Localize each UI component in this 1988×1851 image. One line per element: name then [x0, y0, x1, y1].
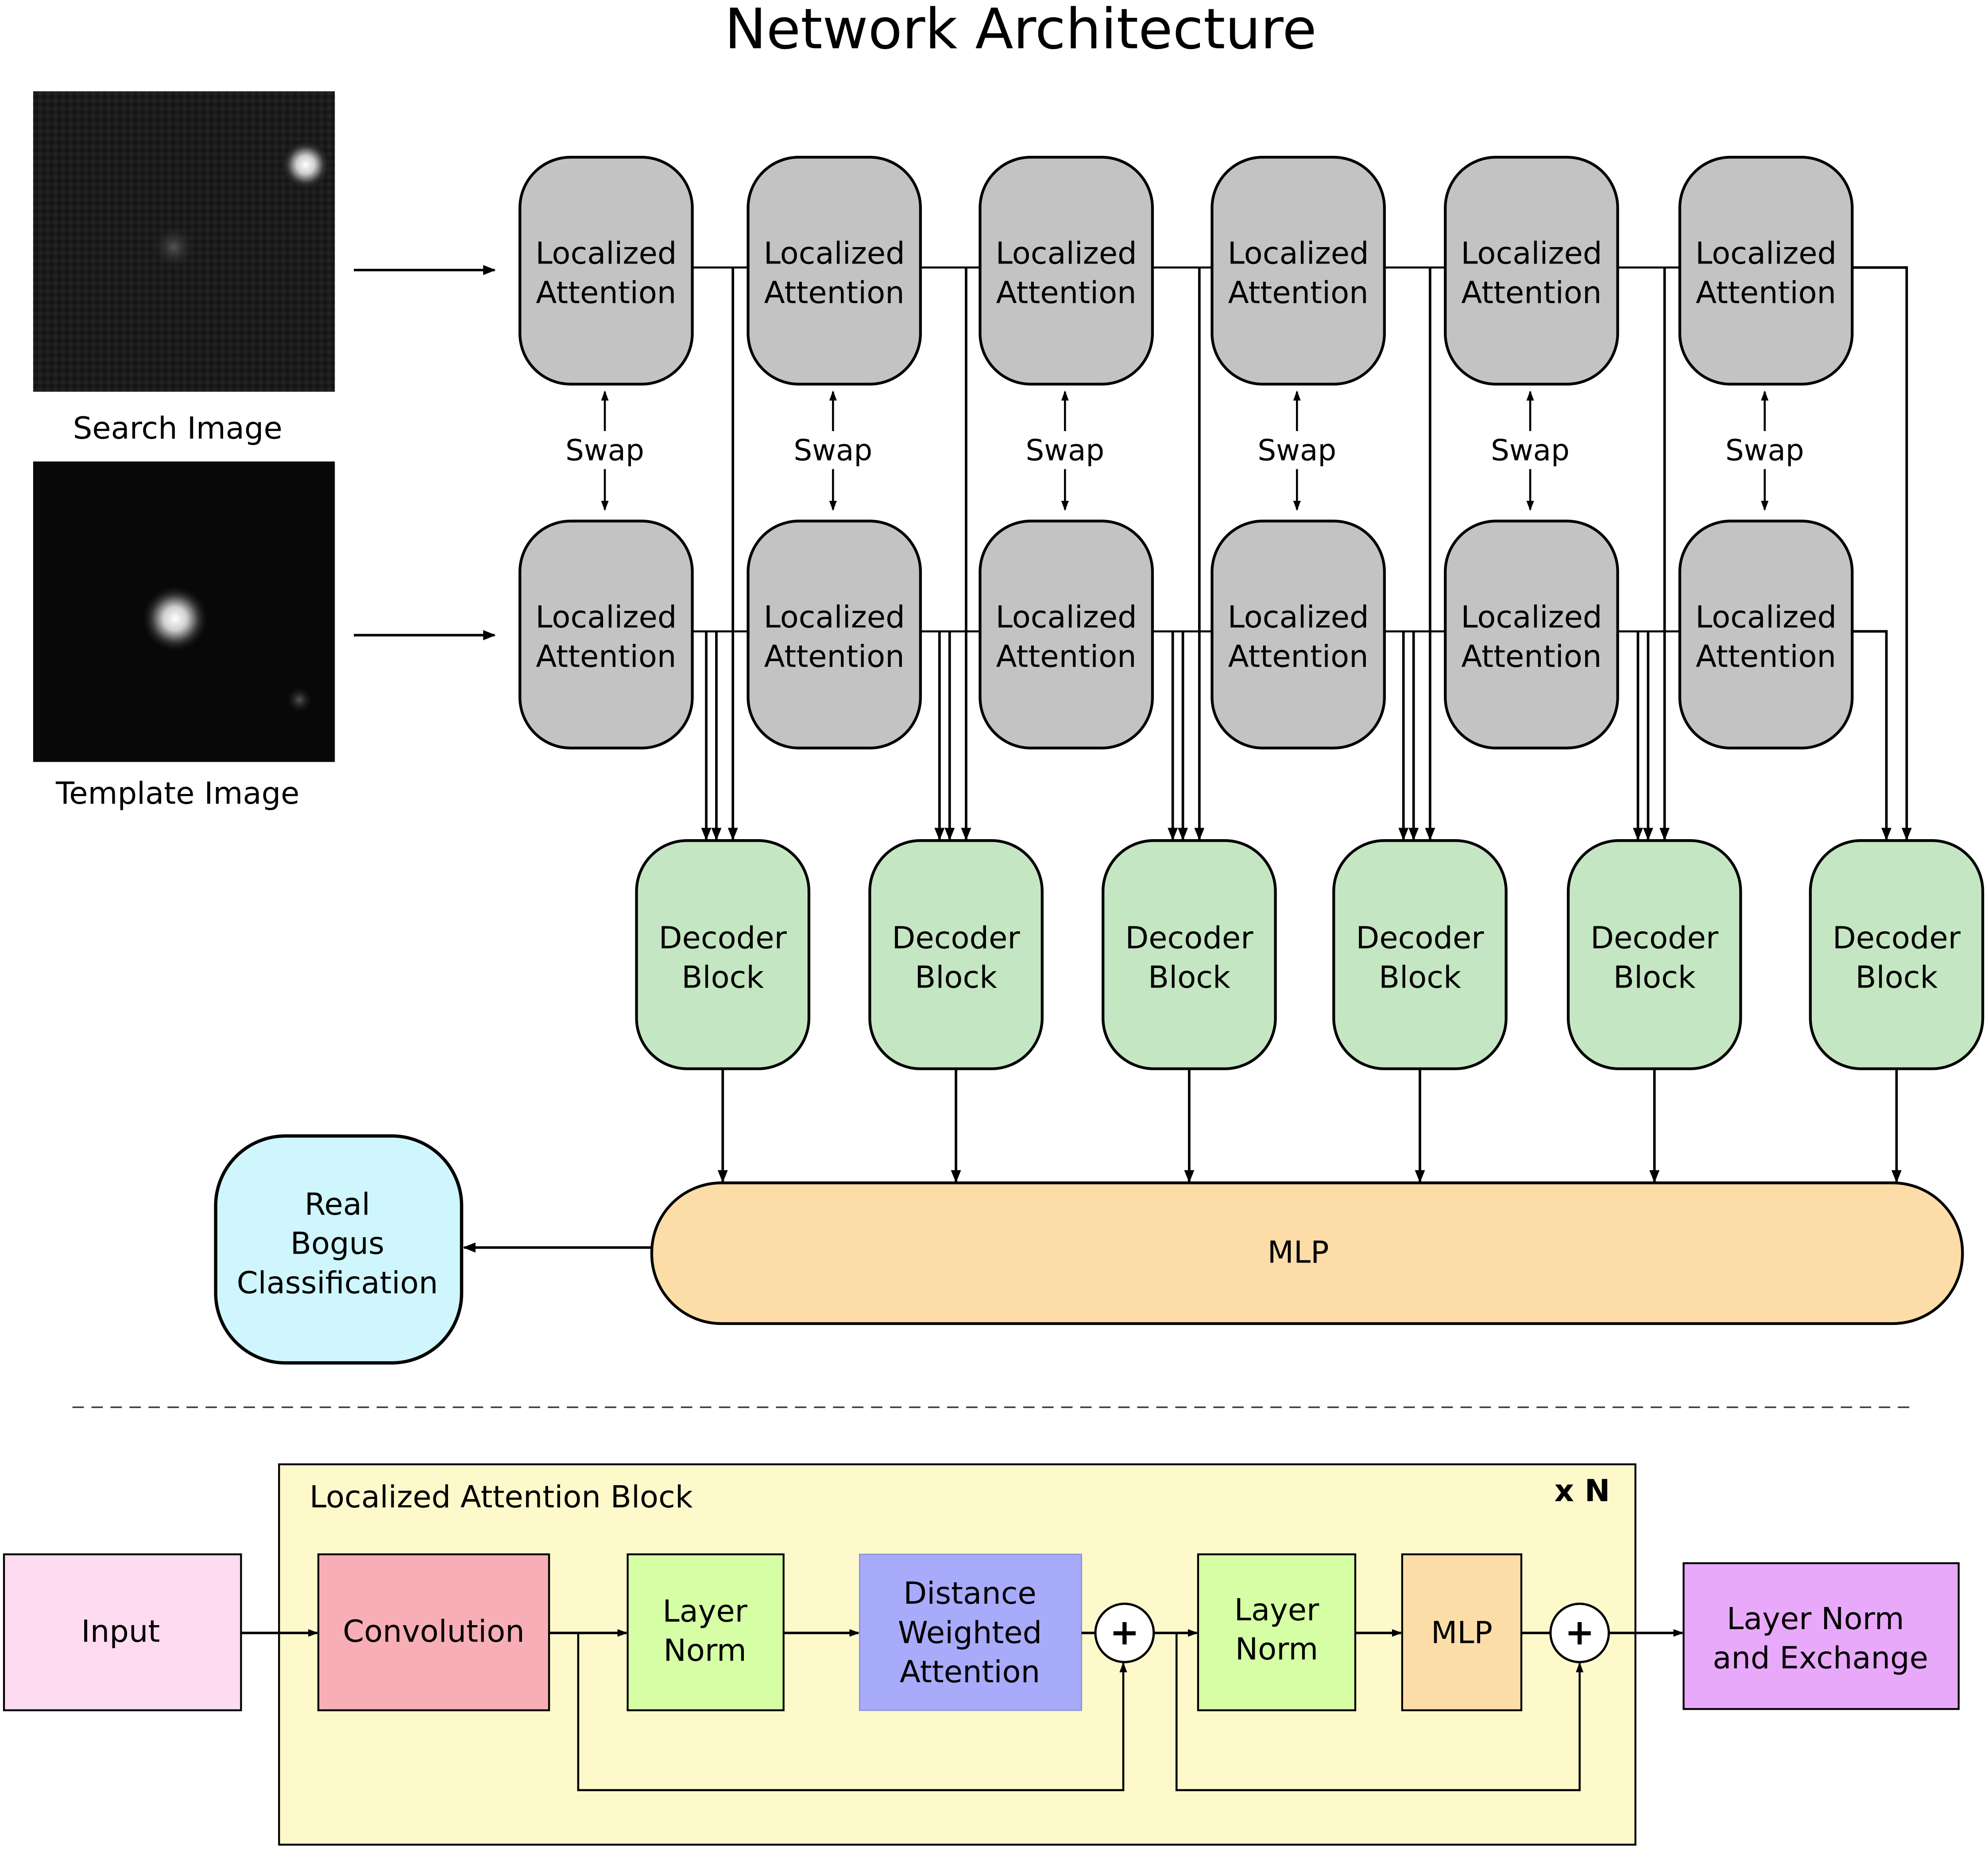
attention-block-search-2: [746, 155, 922, 386]
decoder-label: Block: [1148, 960, 1230, 995]
decoder-label: Block: [1856, 960, 1938, 995]
attention-label: Localized: [764, 600, 905, 635]
mlp-label: MLP: [1268, 1235, 1329, 1270]
detail-mlp-label: MLP: [1431, 1615, 1493, 1650]
decoder-label: Decoder: [1125, 921, 1253, 956]
attention-block-template-4: [1211, 519, 1386, 750]
decoder-label: Block: [1379, 960, 1461, 995]
block-title: Localized Attention Block: [309, 1479, 693, 1515]
attention-block-search-5: [1444, 155, 1619, 386]
attention-label: Localized: [1695, 600, 1837, 635]
attention-label: Attention: [1228, 639, 1369, 674]
detail-flow-arrows: [241, 1629, 1684, 1791]
layer-norm-box-1: [627, 1553, 785, 1712]
swap-label: Swap: [565, 433, 644, 467]
input-box: [3, 1553, 242, 1712]
attention-label: Localized: [1461, 236, 1602, 271]
template-image-label: Template Image: [55, 776, 299, 811]
attention-block-template-2: [746, 519, 922, 750]
swap-label: Swap: [1491, 433, 1570, 467]
decoder-label: Block: [915, 960, 997, 995]
classification-label-line3: Classification: [237, 1265, 438, 1301]
swap-label: Swap: [1025, 433, 1104, 467]
swap-label: Swap: [1725, 433, 1804, 467]
attention-label: Localized: [535, 236, 677, 271]
attention-label: Attention: [1696, 639, 1836, 674]
attention-block-template-3: [979, 519, 1154, 750]
dwa-line3: Attention: [900, 1654, 1040, 1690]
classification-label-line1: Real: [305, 1187, 370, 1222]
attention-label: Attention: [764, 275, 905, 310]
localized-attention-block-detail: Localized Attention Block x N Input Conv…: [3, 1463, 1960, 1846]
layer-norm-box-2: [1197, 1553, 1357, 1712]
convolution-box: [317, 1553, 550, 1712]
input-label: Input: [81, 1614, 160, 1650]
plus-symbol-2: +: [1565, 1611, 1594, 1653]
attention-label: Localized: [1228, 600, 1369, 635]
attention-block-template-1: [518, 519, 694, 750]
attention-block-search-6: [1678, 155, 1854, 386]
layer-norm-2-line2: Norm: [1235, 1632, 1318, 1667]
layer-norm-1-line1: Layer: [662, 1594, 747, 1629]
decoder-label: Block: [681, 960, 764, 995]
output-line2: and Exchange: [1713, 1641, 1928, 1676]
attention-block-search-3: [979, 155, 1154, 386]
attention-label: Attention: [536, 275, 676, 310]
mlp-block: [650, 1181, 1964, 1325]
attention-label: Localized: [996, 600, 1137, 635]
plus-symbol-1: +: [1110, 1611, 1139, 1653]
swap-label: Swap: [794, 433, 873, 467]
attention-label: Localized: [996, 236, 1137, 271]
attention-block-template-6: [1678, 519, 1854, 750]
dwa-line1: Distance: [903, 1576, 1036, 1611]
decoder-label: Decoder: [1590, 921, 1719, 956]
search-image: [33, 91, 335, 392]
attention-label: Attention: [536, 639, 676, 674]
layer-norm-1-line2: Norm: [664, 1633, 746, 1669]
search-image-label: Search Image: [73, 411, 282, 446]
attention-label: Attention: [1228, 275, 1369, 310]
attention-label: Attention: [996, 639, 1137, 674]
search-to-decoder-arrow: [1852, 266, 1912, 841]
decoder-label: Decoder: [659, 921, 787, 956]
template-image: [33, 461, 335, 762]
attention-label: Localized: [1695, 236, 1837, 271]
dwa-line2: Weighted: [898, 1615, 1042, 1650]
attention-block-search-4: [1211, 155, 1386, 386]
attention-label: Localized: [1461, 600, 1602, 635]
classification-label-line2: Bogus: [290, 1226, 384, 1262]
repeat-label: x N: [1555, 1473, 1610, 1509]
attention-label: Attention: [764, 639, 905, 674]
attention-label: Attention: [1696, 275, 1836, 310]
template-to-decoder-arrow: [1852, 630, 1892, 841]
attention-label: Attention: [1461, 275, 1601, 310]
encoder-decoder-section: LocalizedAttentionLocalizedAttentionSwap…: [518, 155, 1984, 1183]
attention-block-search-1: [518, 155, 694, 386]
swap-label: Swap: [1257, 433, 1336, 467]
attention-label: Attention: [1461, 639, 1601, 674]
decoder-label: Decoder: [892, 921, 1021, 956]
classification-output: [214, 1134, 464, 1365]
output-line1: Layer Norm: [1727, 1601, 1904, 1637]
attention-label: Localized: [535, 600, 677, 635]
decoder-label: Decoder: [1833, 921, 1961, 956]
attention-label: Localized: [1228, 236, 1369, 271]
convolution-label: Convolution: [343, 1614, 524, 1650]
distance-weighted-attention-box: [859, 1553, 1082, 1711]
decoder-label: Decoder: [1356, 921, 1484, 956]
layer-norm-2-line1: Layer: [1234, 1592, 1319, 1628]
page-title: Network Architecture: [725, 0, 1317, 62]
attention-block-template-5: [1444, 519, 1619, 750]
attention-label: Localized: [764, 236, 905, 271]
attention-label: Attention: [996, 275, 1137, 310]
decoder-label: Block: [1613, 960, 1696, 995]
